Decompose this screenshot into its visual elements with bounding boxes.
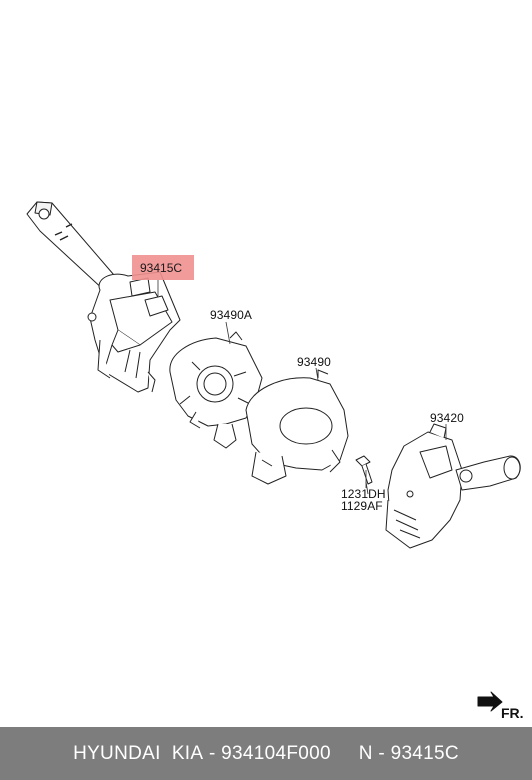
part-label-1129af: 1129AF xyxy=(341,499,383,513)
footer-bar: HYUNDAI KIA - 934104F000 N - 93415C xyxy=(0,727,532,780)
wiper-switch-drawing xyxy=(26,201,181,393)
footer-position-code: 93415C xyxy=(390,742,459,764)
part-label-1231dh: 1231DH xyxy=(341,487,386,501)
clock-spring-drawing xyxy=(169,331,263,449)
footer-separator: - xyxy=(203,742,222,764)
light-switch-drawing xyxy=(385,423,521,549)
part-label-93420: 93420 xyxy=(430,411,464,425)
footer-part-number: 934104F000 xyxy=(221,742,331,764)
highlight-box xyxy=(132,255,194,280)
bolt-drawing xyxy=(355,455,373,495)
part-label-93490: 93490 xyxy=(297,355,331,369)
angle-sensor-drawing xyxy=(245,369,349,485)
front-direction-arrow-icon xyxy=(477,691,503,712)
part-label-93490a: 93490A xyxy=(210,308,252,322)
front-direction-label: FR. xyxy=(501,705,524,721)
footer-brand: HYUNDAI KIA xyxy=(73,742,204,764)
footer-separator-2: N - xyxy=(330,742,391,764)
part-label-93415c: 93415C xyxy=(140,261,183,275)
exploded-parts-diagram xyxy=(26,201,521,712)
